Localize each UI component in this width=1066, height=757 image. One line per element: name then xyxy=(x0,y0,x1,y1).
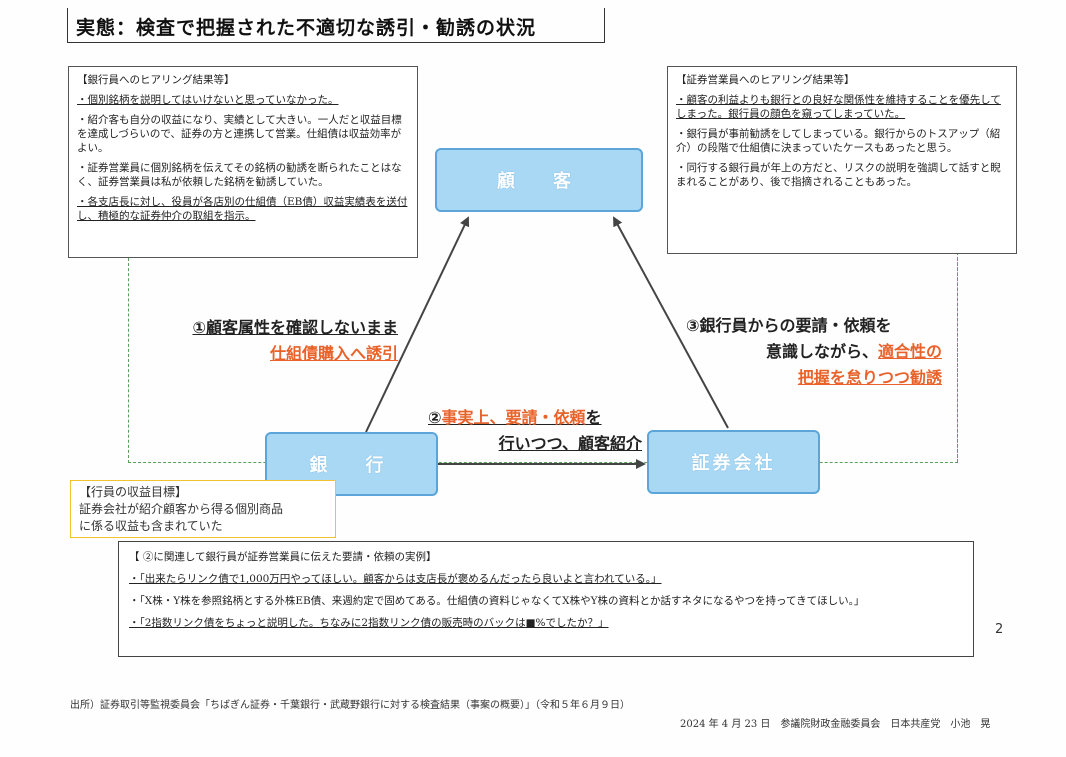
source-citation: 出所）証券取引等監視委員会「ちばぎん証券・千葉銀行・武蔵野銀行に対する検査結果（… xyxy=(70,700,630,711)
label-2-red: 事実上、要請・依頼 xyxy=(441,408,586,427)
securities-hearing-box: 【証券営業員へのヒアリング結果等】 ・顧客の利益よりも銀行との良好な関係性を維持… xyxy=(667,66,1017,254)
securities-hearing-item: ・銀行員が事前勧誘をしてしまっている。銀行からのトスアップ（紹介）の段階で仕組債… xyxy=(676,128,1001,154)
example-item: ・「X株・Y株を参照銘柄とする外株EB債、来週約定で固めてある。仕組債の資料じゃ… xyxy=(129,595,865,607)
label-3: ③銀行員からの要請・依頼を 意識しながら、適合性の 把握を怠りつつ勧誘 xyxy=(686,312,942,388)
securities-hearing-item: ・同行する銀行員が年上の方だと、リスクの説明を強調して話すと睨まれることがあり、… xyxy=(676,162,1001,188)
arrow-securities-to-customer xyxy=(613,216,729,429)
bank-hearing-item: ・紹介客も自分の収益になり、実績として大きい。一人だと収益目標を達成しづらいので… xyxy=(77,114,402,154)
bank-hearing-item: ・証券営業員に個別銘柄を伝えてその銘柄の勧誘を断られたことはなく、証券営業員は私… xyxy=(77,162,402,188)
label-1-line1: ①顧客属性を確認しないまま xyxy=(192,318,398,337)
bank-hearing-box: 【銀行員へのヒアリング結果等】 ・個別銘柄を説明してはいけないと思っていなかった… xyxy=(68,66,418,258)
label-2-line2: 行いつつ、顧客紹介 xyxy=(498,434,642,453)
securities-node-label: 証券会社 xyxy=(691,453,776,474)
bank-hearing-item: ・個別銘柄を説明してはいけないと思っていなかった。 xyxy=(77,94,339,106)
label-2-suffix: を xyxy=(585,408,602,427)
income-goal-heading: 【行員の収益目標】 xyxy=(79,485,188,499)
label-2: ②事実上、要請・依頼を 行いつつ、顧客紹介 xyxy=(428,404,642,454)
customer-node-label: 顧 客 xyxy=(497,171,581,192)
example-item: ・「出来たらリンク債で1,000万円やってほしい。顧客からは支店長が褒めるんだっ… xyxy=(129,573,662,585)
bank-hearing-heading: 【銀行員へのヒアリング結果等】 xyxy=(77,74,235,86)
arrow-bank-to-customer xyxy=(365,216,470,433)
page-title: 実態：検査で把握された不適切な誘引・勧誘の状況 xyxy=(67,8,605,43)
label-3-line2-red: 適合性の xyxy=(877,342,942,361)
income-goal-box: 【行員の収益目標】 証券会社が紹介顧客から得る個別商品 に係る収益も含まれていた xyxy=(70,480,336,538)
example-item: ・「2指数リンク債をちょっと説明した。ちなみに2指数リンク債の販売時のバックは■… xyxy=(129,617,609,629)
label-1: ①顧客属性を確認しないまま 仕組債購入へ誘引 xyxy=(146,314,398,364)
label-3-line1: ③銀行員からの要請・依頼を xyxy=(686,316,892,335)
page-number: 2 xyxy=(995,622,1004,637)
customer-node: 顧 客 xyxy=(435,148,643,212)
label-2-prefix: ② xyxy=(428,408,442,427)
label-3-line3: 把握を怠りつつ勧誘 xyxy=(797,368,942,387)
label-1-line2: 仕組債購入へ誘引 xyxy=(269,344,398,363)
income-goal-line: 証券会社が紹介顧客から得る個別商品 xyxy=(79,502,284,516)
examples-box: 【 ②に関連して銀行員が証券営業員に伝えた要請・依頼の実例】 ・「出来たらリンク… xyxy=(118,541,974,657)
bank-hearing-item: ・各支店長に対し、役員が各店別の仕組債（EB債）収益実績表を送付し、積極的な証券… xyxy=(77,196,408,222)
securities-hearing-heading: 【証券営業員へのヒアリング結果等】 xyxy=(676,74,855,86)
securities-node: 証券会社 xyxy=(647,430,820,494)
dashed-frame-right xyxy=(957,252,958,462)
examples-heading: 【 ②に関連して銀行員が証券営業員に伝えた要請・依頼の実例】 xyxy=(129,551,437,563)
securities-hearing-item: ・顧客の利益よりも銀行との良好な関係性を維持することを優先してしまった。銀行員の… xyxy=(676,94,1001,120)
credit-line: 2024 年 4 月 23 日 参議院財政金融委員会 日本共産党 小池 晃 xyxy=(680,719,991,730)
label-3-line2-black: 意識しながら、 xyxy=(765,342,878,361)
bank-node-label: 銀 行 xyxy=(309,455,394,476)
income-goal-line: に係る収益も含まれていた xyxy=(79,519,223,533)
